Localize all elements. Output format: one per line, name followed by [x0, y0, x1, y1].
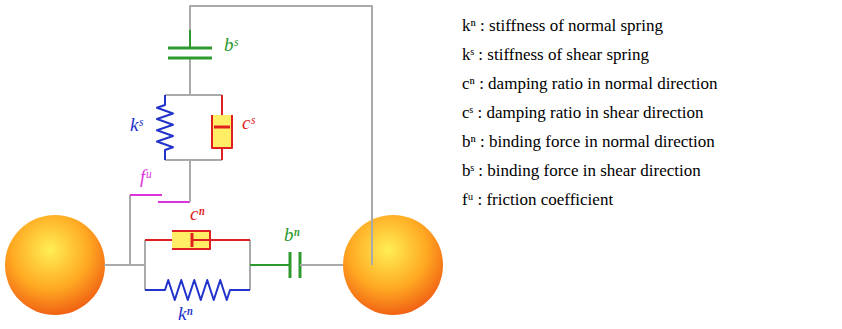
- dashpot-rod: [221, 148, 223, 160]
- connector-wire: [104, 264, 145, 266]
- connector-wire: [189, 160, 191, 202]
- friction-slider: [130, 194, 162, 196]
- definition-text: kⁿ : stiffness of normal spring: [462, 16, 663, 36]
- definition-text: fᵘ : friction coefficient: [462, 190, 613, 210]
- symbol-label: kˢ: [130, 114, 142, 137]
- normal-spring: [145, 280, 250, 300]
- definition-text: bⁿ : binding force in normal direction: [462, 132, 715, 152]
- shear-spring: [157, 95, 173, 160]
- symbol-label: bˢ: [224, 34, 238, 57]
- symbol-label: cˢ: [242, 112, 254, 135]
- dashpot-piston: [191, 233, 194, 247]
- symbol-label: fᵘ: [140, 166, 151, 189]
- connector-wire: [189, 58, 191, 95]
- connector-wire: [190, 6, 372, 265]
- binding-wire: [189, 30, 191, 48]
- particle-ball: [343, 215, 443, 315]
- connector-wire: [129, 195, 131, 265]
- connector-wire: [165, 159, 222, 161]
- particle-ball: [5, 215, 105, 315]
- binding-plate: [168, 57, 212, 60]
- binding-wire: [250, 264, 290, 266]
- binding-plate: [289, 252, 292, 278]
- friction-slider: [158, 201, 190, 203]
- definition-text: cˢ : damping ratio in shear direction: [462, 103, 704, 123]
- dashpot-rod: [192, 239, 250, 241]
- definition-text: cⁿ : damping ratio in normal direction: [462, 74, 718, 94]
- symbol-label: cⁿ: [190, 203, 204, 226]
- dashpot-piston: [214, 126, 230, 129]
- dashpot-cylinder: [212, 115, 232, 148]
- symbol-label: kⁿ: [178, 303, 192, 326]
- symbol-label: bⁿ: [284, 224, 299, 247]
- connector-wire: [300, 264, 343, 266]
- connector-wire: [144, 240, 146, 290]
- definition-text: kˢ : stiffness of shear spring: [462, 45, 649, 65]
- connector-wire: [165, 94, 222, 96]
- definition-text: bˢ : binding force in shear direction: [462, 161, 701, 181]
